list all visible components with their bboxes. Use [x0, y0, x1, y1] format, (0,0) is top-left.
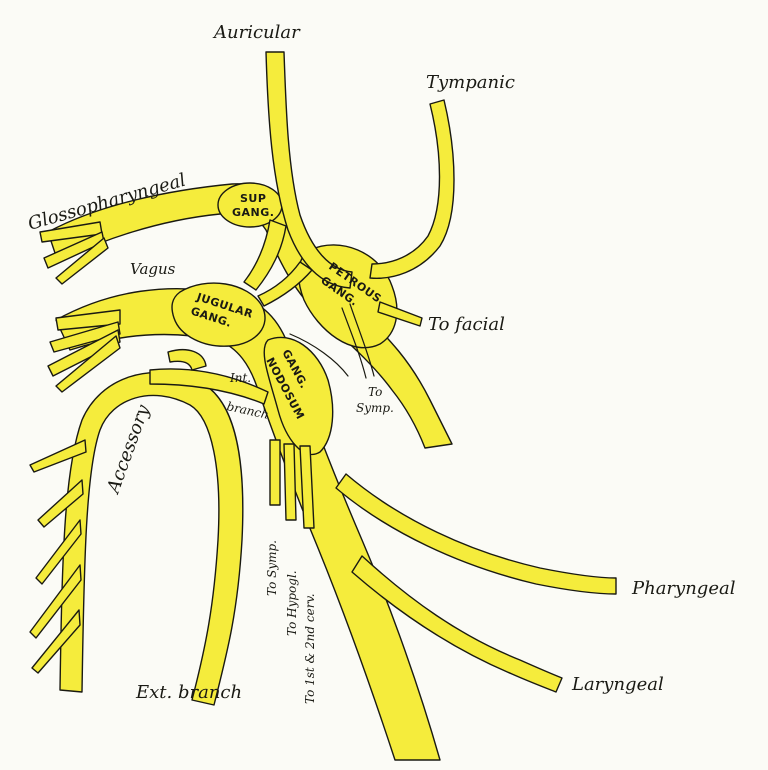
label-auricular: Auricular: [212, 22, 301, 43]
internal-branch-loop: [167, 348, 207, 371]
label-accessory: Accessory: [102, 401, 154, 497]
vertical-strands: [269, 439, 315, 529]
label-to-hypogl: To Hypogl.: [285, 570, 299, 636]
laryngeal-branch: [351, 555, 563, 693]
label-to-symp-2: Symp.: [356, 401, 394, 415]
label-pharyngeal: Pharyngeal: [631, 578, 736, 599]
label-to-symp-vertical: To Symp.: [265, 540, 279, 596]
label-to-symp-1: To: [368, 385, 382, 399]
label-to-cerv: To 1st & 2nd cerv.: [303, 593, 317, 704]
label-int: Int.: [229, 371, 251, 385]
label-to-facial: To facial: [428, 314, 505, 335]
internal-branch: [149, 368, 269, 405]
ganglion-nodosum: [263, 336, 334, 455]
vagus-rootlets: [47, 309, 121, 393]
jugular-ganglion: [171, 282, 266, 347]
connecting-branch: [243, 219, 287, 291]
label-sup-gang-1: SUP: [240, 192, 266, 205]
to-symp-strand-2: [349, 303, 375, 377]
petrous-vagus-link: [257, 261, 313, 307]
label-vagus: Vagus: [130, 260, 176, 278]
accessory-nerve: [59, 371, 244, 706]
to-symp-strand-3: [289, 333, 349, 377]
auricular-branch: [265, 51, 353, 289]
label-laryngeal: Laryngeal: [571, 674, 664, 695]
label-tympanic: Tympanic: [426, 72, 515, 93]
tympanic-branch: [369, 99, 455, 279]
to-facial-branch: [377, 301, 423, 327]
label-ext-branch: Ext. branch: [135, 682, 242, 703]
accessory-rootlets: [29, 439, 87, 674]
pharyngeal-branch: [335, 473, 617, 595]
to-symp-strand-1: [341, 307, 367, 379]
label-sup-gang-2: GANG.: [232, 206, 274, 219]
glossopharyngeal-rootlets: [39, 221, 109, 285]
